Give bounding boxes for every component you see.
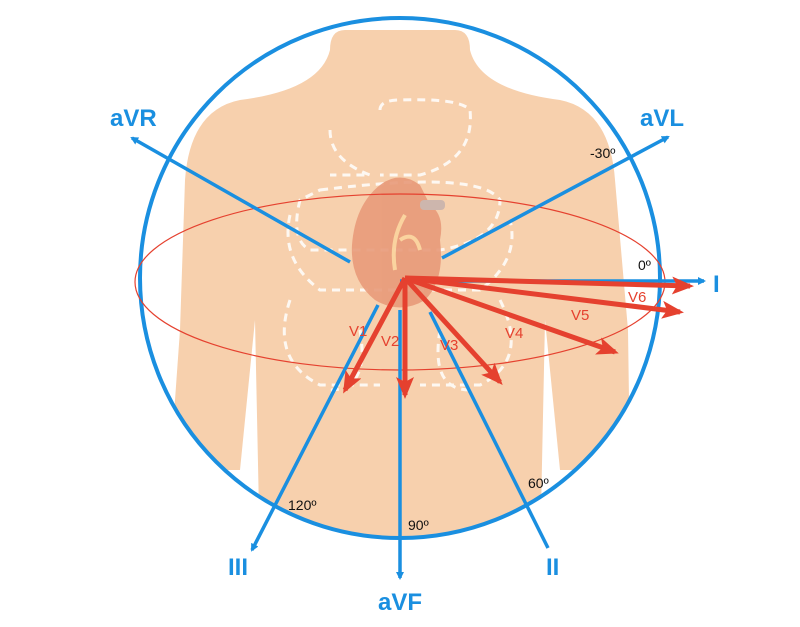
label-ii: II [546,554,559,581]
label-avf: aVF [378,589,422,616]
heart-icon [351,177,445,308]
axis-iii [250,304,380,552]
axis-avl [441,135,670,260]
label-v1: V1 [349,323,367,340]
angle-minus30: -30º [590,145,615,161]
label-v4: V4 [505,325,523,342]
angle-90: 90º [408,517,429,533]
label-avr: aVR [110,105,157,132]
angle-0: 0º [638,257,651,273]
label-iii: III [228,554,248,581]
vector-v5-v6 [404,275,684,319]
axis-avr [130,136,351,264]
vector-v6 [404,275,694,295]
vector-v4-v5 [404,275,619,355]
label-v2: V2 [381,333,399,350]
precordial-vectors [342,275,694,399]
label-v6: V6 [628,289,646,306]
label-avl: aVL [640,105,684,132]
vector-v1 [342,276,408,394]
label-i: I [713,271,720,298]
vector-v3 [403,276,503,385]
angle-120: 120º [288,497,316,513]
label-v5: V5 [571,307,589,324]
label-v3: V3 [440,337,458,354]
axis-ii [428,311,550,549]
angle-60: 60º [528,475,549,491]
torso [170,30,630,538]
